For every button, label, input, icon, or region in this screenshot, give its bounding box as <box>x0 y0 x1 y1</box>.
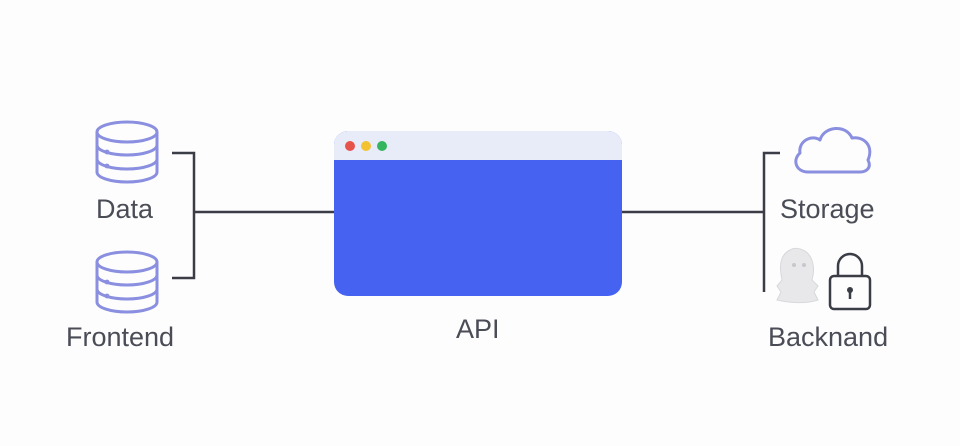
window-maximize-dot <box>377 141 387 151</box>
right-bracket <box>762 151 780 292</box>
frontend-label: Frontend <box>66 322 175 352</box>
lock-icon <box>828 252 872 311</box>
window-close-dot <box>345 141 355 151</box>
data-label: Data <box>96 194 154 224</box>
database-icon <box>95 120 159 184</box>
right-connector <box>622 151 780 292</box>
backend-label: Backnand <box>768 322 889 352</box>
left-connector <box>172 151 334 280</box>
window-minimize-dot <box>361 141 371 151</box>
left-bracket <box>172 151 196 280</box>
ghost-icon <box>776 247 819 304</box>
storage-label: Storage <box>780 194 875 224</box>
browser-window-icon <box>334 131 622 296</box>
cloud-icon <box>794 127 872 174</box>
database-icon <box>95 250 159 314</box>
api-label: API <box>456 314 500 344</box>
